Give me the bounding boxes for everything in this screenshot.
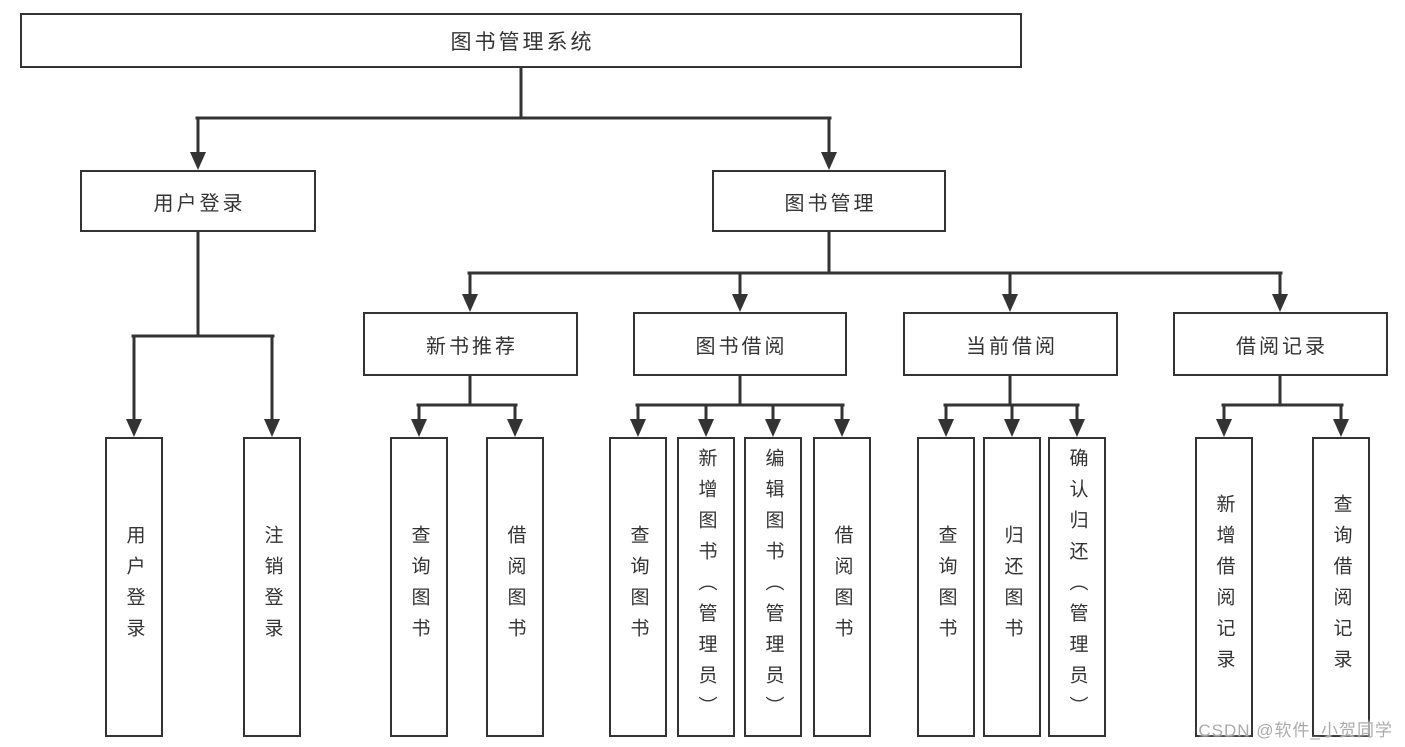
csdn-watermark: CSDN @软件_小贺同学 (1198, 721, 1393, 740)
node-user-login: 用户登录 (80, 170, 316, 232)
leaf-cb-query-books: 查询图书 (917, 437, 975, 737)
leaf-rec-borrow-books: 借阅图书 (486, 437, 544, 737)
leaf-bb-edit-books-admin: 编辑图书（管理员） (744, 437, 802, 737)
node-new-book-recommendation: 新书推荐 (363, 312, 578, 376)
leaf-bb-query-books: 查询图书 (609, 437, 667, 737)
leaf-logout: 注销登录 (243, 437, 301, 737)
leaf-cb-return-books: 归还图书 (983, 437, 1041, 737)
node-book-borrowing: 图书借阅 (633, 312, 847, 376)
leaf-br-query-borrow-record: 查询借阅记录 (1312, 437, 1370, 737)
node-book-management: 图书管理 (712, 170, 946, 232)
arrowheads (126, 152, 1349, 437)
leaf-rec-query-books: 查询图书 (390, 437, 448, 737)
node-borrowing-records: 借阅记录 (1173, 312, 1388, 376)
leaf-bb-borrow-books: 借阅图书 (813, 437, 871, 737)
leaf-user-login: 用户登录 (105, 437, 163, 737)
leaf-br-add-borrow-record: 新增借阅记录 (1195, 437, 1253, 737)
leaf-bb-add-books-admin: 新增图书（管理员） (677, 437, 735, 737)
node-library-management-system: 图书管理系统 (20, 13, 1022, 68)
node-current-borrowing: 当前借阅 (903, 312, 1118, 376)
leaf-cb-confirm-return-admin: 确认归还（管理员） (1048, 437, 1106, 737)
